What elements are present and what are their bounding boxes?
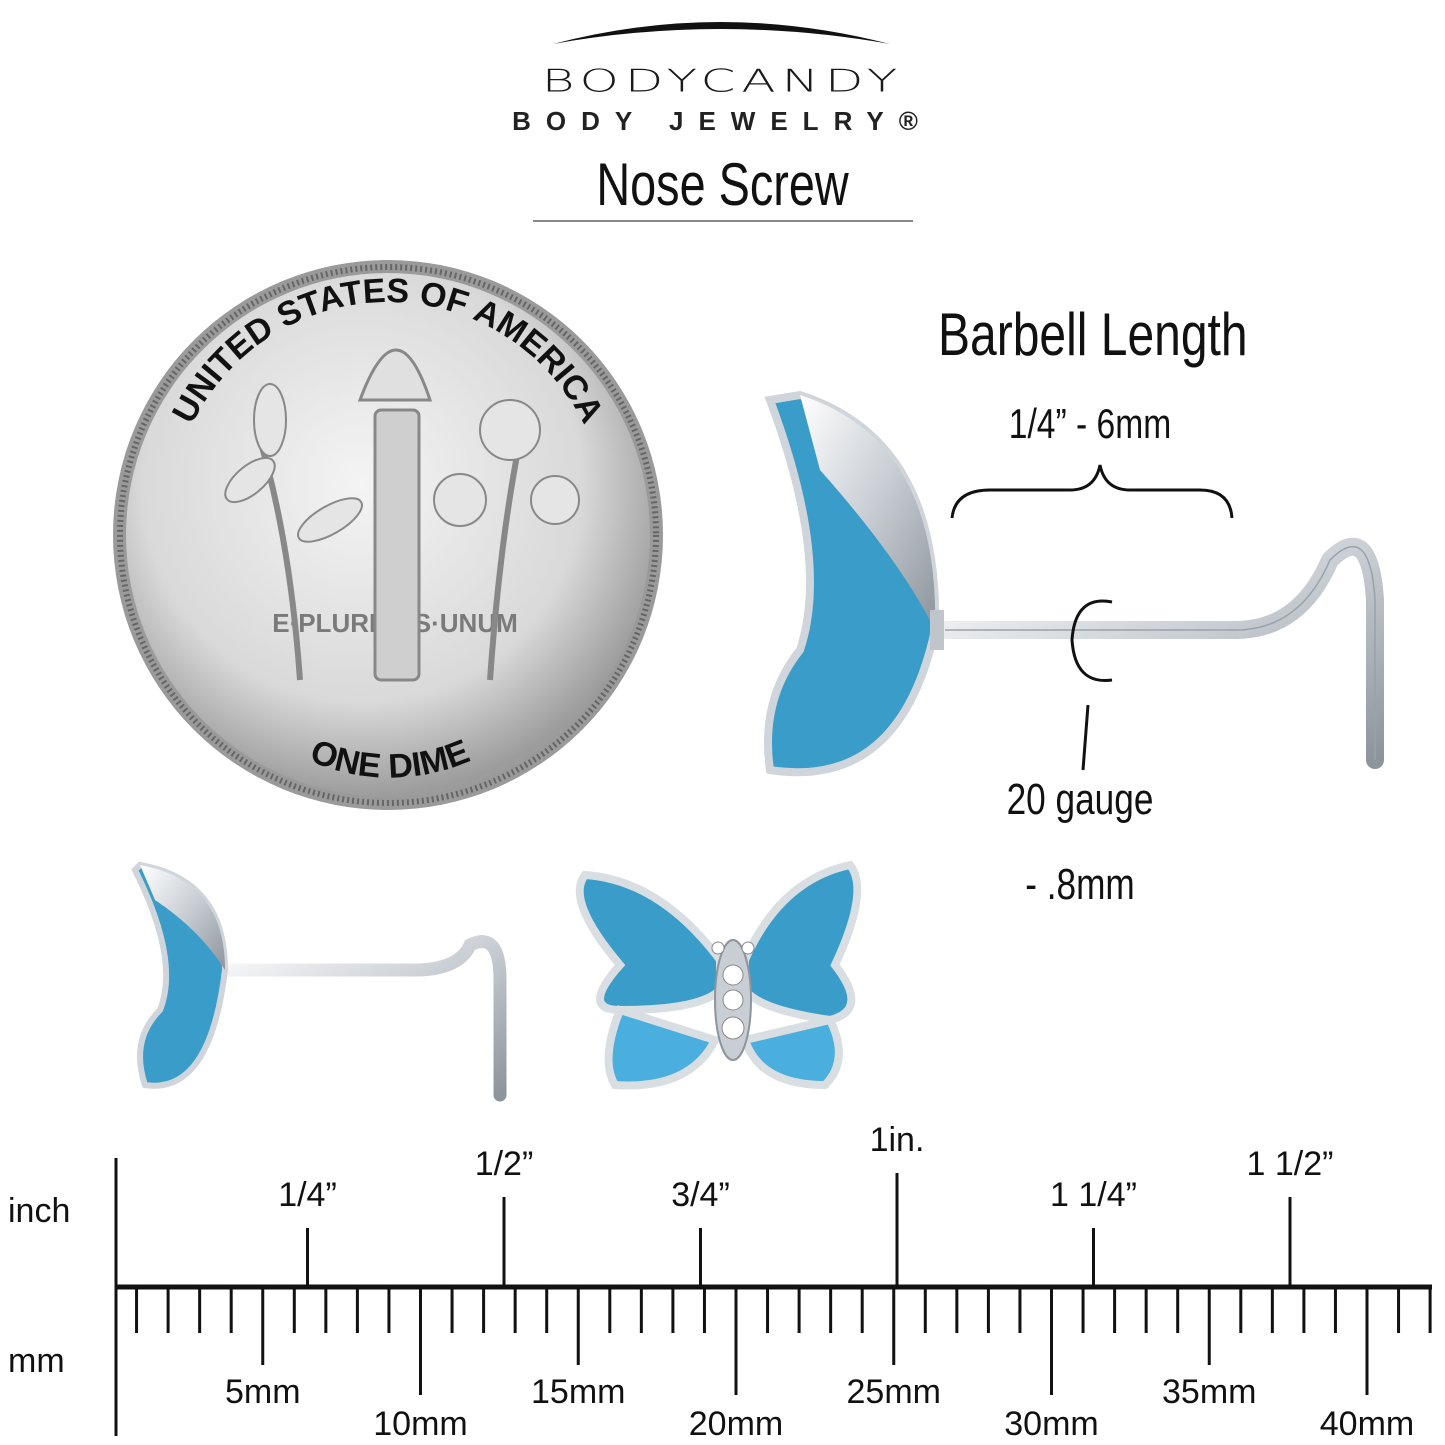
gauge-value: 20 gauge xyxy=(1006,775,1154,824)
ruler-mm-label: mm xyxy=(8,1342,65,1380)
barbell-length-label: Barbell Length xyxy=(938,301,1248,368)
mm-tick-label: 30mm xyxy=(1004,1405,1098,1443)
gauge-mm-value: - .8mm xyxy=(1025,860,1135,909)
logo-arc xyxy=(553,22,890,44)
inch-tick-label: 1/4” xyxy=(278,1176,337,1214)
inch-tick-label: 3/4” xyxy=(671,1176,730,1214)
mm-tick-label: 20mm xyxy=(689,1405,783,1443)
title-underline xyxy=(533,220,913,222)
mm-tick-label: 35mm xyxy=(1162,1373,1256,1411)
brand-tagline: BODY JEWELRY® xyxy=(512,106,933,136)
ruler-inch-label: inch xyxy=(8,1192,70,1230)
mm-tick-label: 40mm xyxy=(1320,1405,1414,1443)
inch-tick-label: 1in. xyxy=(870,1121,925,1159)
inch-tick-label: 1 1/2” xyxy=(1247,1145,1334,1183)
page-title: Nose Screw xyxy=(596,151,849,218)
inch-tick-label: 1/2” xyxy=(475,1145,534,1183)
mm-tick-label: 25mm xyxy=(847,1373,941,1411)
mm-tick-label: 5mm xyxy=(225,1373,301,1411)
inch-tick-label: 1 1/4” xyxy=(1050,1176,1137,1214)
brand-logo: BODYCANDY xyxy=(541,63,904,99)
barbell-length-value: 1/4” - 6mm xyxy=(1008,400,1172,447)
mm-tick-label: 10mm xyxy=(373,1405,467,1443)
mm-tick-label: 15mm xyxy=(531,1373,625,1411)
